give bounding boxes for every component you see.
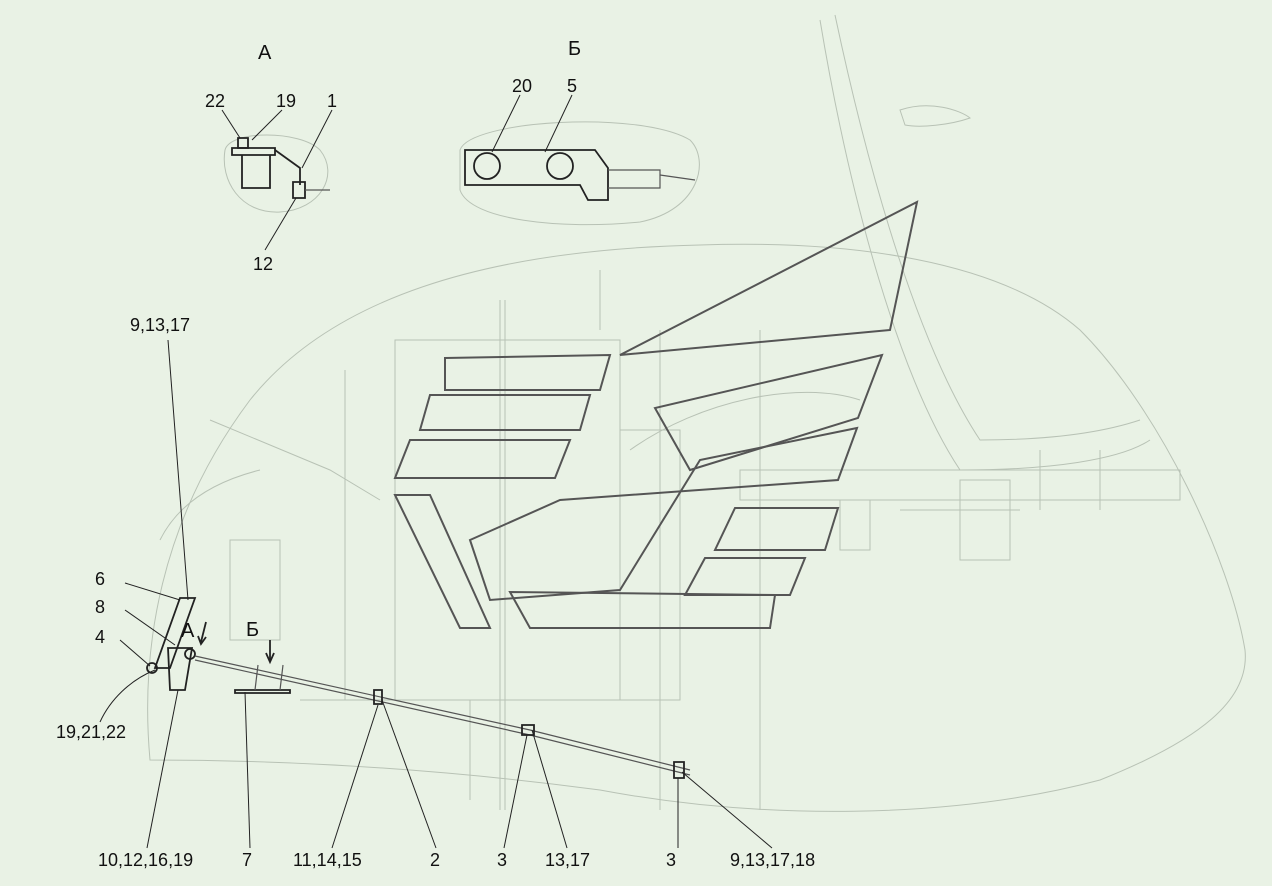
- callout-10-12-16-19: 10,12,16,19: [98, 850, 193, 870]
- detail-view-a: [221, 109, 333, 251]
- tractor-outline: [147, 14, 1246, 812]
- leader-lines: [99, 339, 773, 849]
- control-rod-assembly: [146, 597, 691, 779]
- arrow-label-a: А: [181, 620, 195, 642]
- detail-view-b: [459, 94, 700, 226]
- callout-9-13-17: 9,13,17: [130, 315, 190, 335]
- arrow-label-b: Б: [246, 619, 259, 641]
- callout-13-17: 13,17: [545, 850, 590, 870]
- callout-7: 7: [242, 850, 252, 870]
- callout-9-13-17-18: 9,13,17,18: [730, 850, 815, 870]
- callout-1-detail-a: 1: [327, 91, 337, 111]
- callout-4: 4: [95, 627, 105, 647]
- callout-3-right: 3: [666, 850, 676, 870]
- callout-8: 8: [95, 597, 105, 617]
- callout-22-detail-a: 22: [205, 91, 225, 111]
- callout-20-detail-b: 20: [512, 76, 532, 96]
- callout-3-left: 3: [497, 850, 507, 870]
- view-a-title: А: [258, 42, 272, 64]
- callout-12-detail-a: 12: [253, 254, 273, 274]
- view-b-title: Б: [568, 38, 581, 60]
- callout-11-14-15: 11,14,15: [293, 850, 362, 870]
- watermark-logo: [393, 200, 919, 629]
- callout-19-21-22: 19,21,22: [56, 722, 126, 742]
- callout-5-detail-b: 5: [567, 76, 577, 96]
- callout-2: 2: [430, 850, 440, 870]
- callout-6: 6: [95, 569, 105, 589]
- callout-19-detail-a: 19: [276, 91, 296, 111]
